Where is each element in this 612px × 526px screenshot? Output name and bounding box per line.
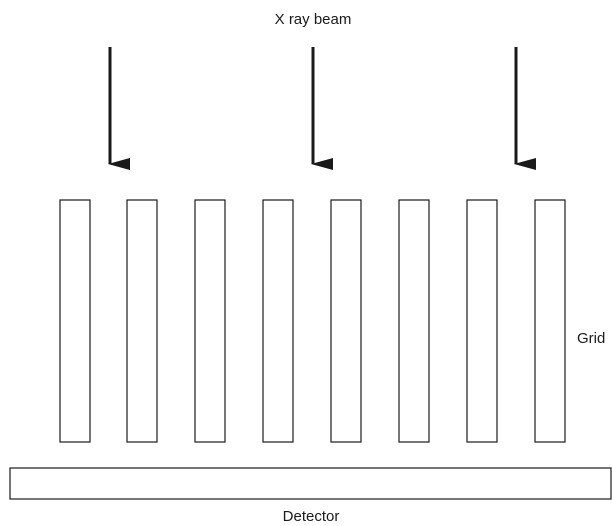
grid-label: Grid <box>577 330 605 347</box>
beam-arrows <box>108 47 536 170</box>
grid-bar <box>398 199 430 443</box>
xray-beam-label: X ray beam <box>275 11 352 28</box>
grid-bar <box>59 199 91 443</box>
grid-bar <box>534 199 566 443</box>
grid <box>59 199 566 443</box>
detector-label: Detector <box>283 508 340 525</box>
grid-bar <box>330 199 362 443</box>
detector <box>9 467 612 500</box>
grid-bar <box>262 199 294 443</box>
grid-bar <box>194 199 226 443</box>
grid-bar <box>466 199 498 443</box>
grid-bar <box>126 199 158 443</box>
